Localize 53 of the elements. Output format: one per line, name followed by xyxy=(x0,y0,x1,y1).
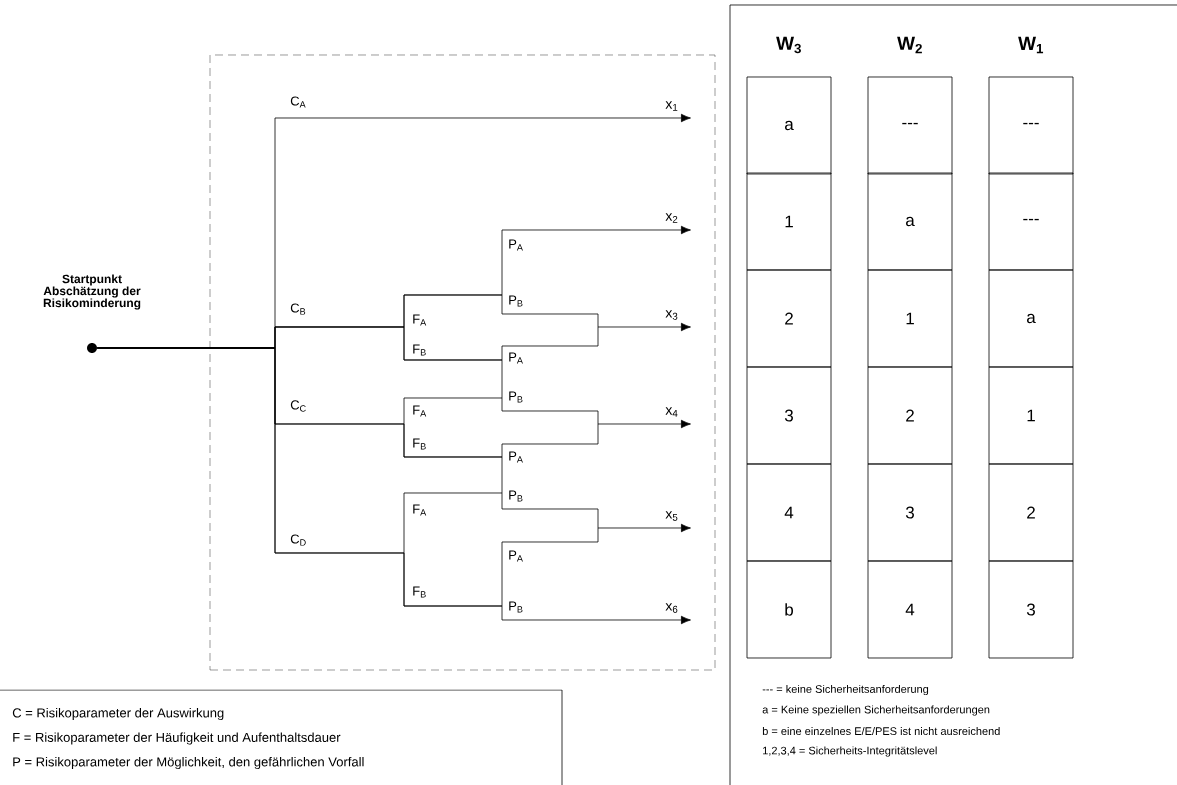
table-cell: 1 xyxy=(988,366,1074,465)
branch-label: P$_{A}$ xyxy=(509,239,523,251)
legend-text: P = Risikoparameter der Möglichkeit, den gefährlichen Vorfall xyxy=(13,756,364,770)
table-cell: 1 xyxy=(746,172,832,271)
branch-label: F$_{A}$ xyxy=(413,314,427,326)
table-cell: 2 xyxy=(746,269,832,368)
branch-label: F$_{A}$ xyxy=(413,504,427,516)
note: b = eine einzelnes E/E/PES ist nicht ausreichend xyxy=(762,726,1000,736)
start-label: Startpunkt Abschätzung der Risikominderung xyxy=(43,274,141,310)
table-cell: 3 xyxy=(867,463,953,562)
branch-label: P$_{B}$ xyxy=(509,490,523,502)
note: --- = keine Sicherheitsanforderung xyxy=(762,684,929,696)
table-cell: --- xyxy=(988,172,1074,271)
column-header: W$_{3}$ xyxy=(776,36,801,54)
branch-label: F$_{B}$ xyxy=(413,586,426,598)
legend-text: F = Risikoparameter der Häufigkeit und Aufenthaltsdauer xyxy=(13,732,341,745)
output-label: x$_{4}$ xyxy=(665,407,678,417)
branch-label: P$_{B}$ xyxy=(509,601,523,613)
table-cell: b xyxy=(746,560,832,659)
branch-label: F$_{B}$ xyxy=(413,344,426,356)
output-label: x$_{6}$ xyxy=(665,603,678,613)
legend-text: C = Risikoparameter der Auswirkung xyxy=(12,707,224,721)
branch-label: C$_{D}$ xyxy=(290,534,306,546)
table-cell: a xyxy=(867,172,953,271)
branch-label: C$_{B}$ xyxy=(290,303,306,315)
branch-label: C$_{C}$ xyxy=(290,400,306,412)
output-label: x$_{1}$ xyxy=(665,101,678,111)
table-cell: 4 xyxy=(746,463,832,562)
table-cell: 3 xyxy=(988,560,1074,659)
table-cell: --- xyxy=(867,76,953,175)
output-label: x$_{3}$ xyxy=(665,310,678,320)
branch-label: P$_{A}$ xyxy=(509,352,523,364)
note: a = Keine speziellen Sicherheitsanforderungen xyxy=(762,705,990,716)
table-cell: 2 xyxy=(988,463,1074,562)
column-header: W$_{2}$ xyxy=(897,36,922,54)
table-cell: 4 xyxy=(867,560,953,659)
output-label: x$_{5}$ xyxy=(665,511,678,521)
branch-label: F$_{B}$ xyxy=(413,438,426,450)
branch-label: F$_{A}$ xyxy=(413,405,427,417)
branch-label: P$_{A}$ xyxy=(509,550,523,562)
branch-label: P$_{B}$ xyxy=(509,295,523,307)
note: 1,2,3,4 = Sicherheits-Integritätslevel xyxy=(763,746,937,757)
branch-label: C$_{A}$ xyxy=(290,96,306,108)
branch-label: P$_{B}$ xyxy=(509,391,523,403)
table-cell: --- xyxy=(988,76,1074,175)
table-cell: 1 xyxy=(867,269,953,368)
output-label: x$_{2}$ xyxy=(665,213,678,223)
table-cell: 2 xyxy=(867,366,953,465)
table-cell: 3 xyxy=(746,366,832,465)
table-cell: a xyxy=(746,76,832,175)
table-cell: a xyxy=(988,269,1074,368)
column-header: W$_{1}$ xyxy=(1018,36,1044,54)
branch-label: P$_{A}$ xyxy=(509,451,523,463)
